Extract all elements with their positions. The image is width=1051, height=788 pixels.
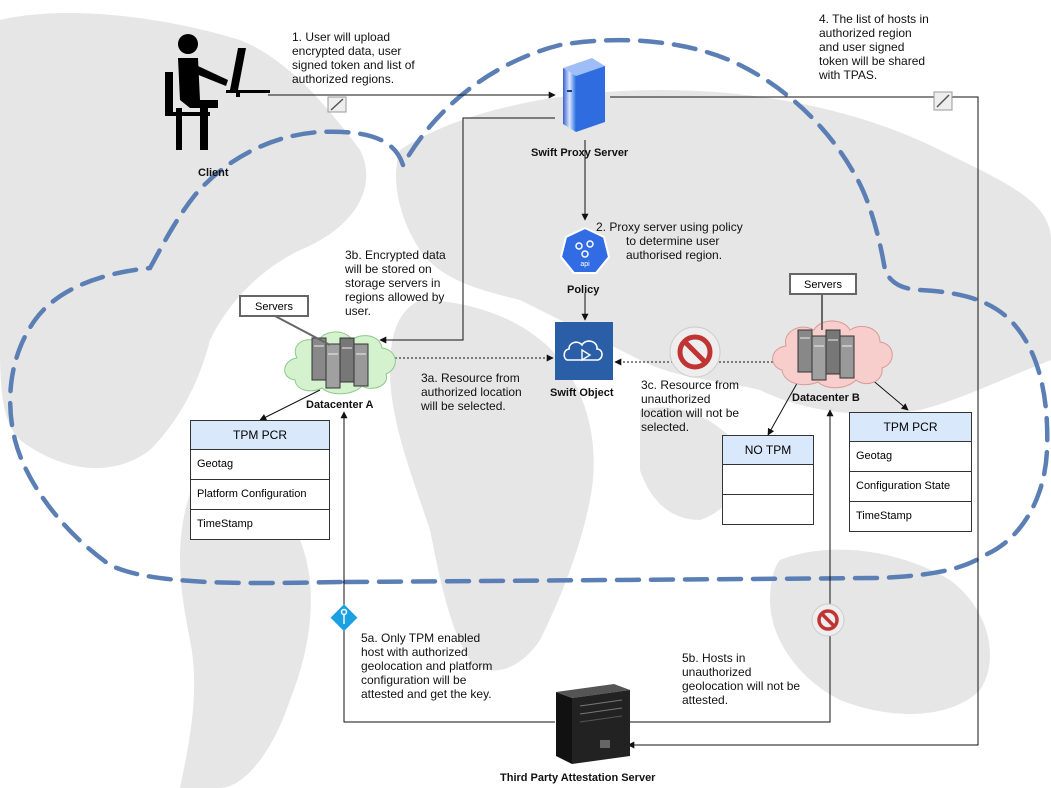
- arrow-tpas-to-datacenter-a: [340, 411, 555, 723]
- proxy-server-label: Swift Proxy Server: [531, 147, 629, 159]
- servers-callout-b: Servers: [789, 273, 857, 295]
- deny-icon: [811, 603, 845, 637]
- tpm-pcr-table-a: TPM PCR Geotag Platform Configuration Ti…: [190, 420, 330, 540]
- table-row: Geotag: [850, 442, 971, 472]
- key-icon: [330, 604, 358, 632]
- table-row: [723, 495, 813, 524]
- table-row: [723, 465, 813, 495]
- policy-label: Policy: [567, 284, 600, 296]
- swift-object-label: Swift Object: [550, 387, 614, 399]
- swift-object-icon: [555, 322, 613, 380]
- datacenter-a-label: Datacenter A: [306, 399, 374, 411]
- attestation-server-icon: [556, 684, 630, 764]
- servers-callout-a: Servers: [239, 295, 309, 317]
- deny-icon: [669, 326, 721, 378]
- client-user-icon: [165, 34, 270, 150]
- table-row: Platform Configuration: [191, 480, 329, 510]
- table-header: TPM PCR: [850, 413, 971, 442]
- table-row: Configuration State: [850, 472, 971, 502]
- edit-icon: [327, 96, 347, 113]
- connectors: [259, 91, 979, 749]
- edit-icon: [933, 91, 953, 111]
- arrow-dcb-to-tpm-table: [869, 377, 909, 411]
- policy-api-text: api: [580, 261, 590, 268]
- table-row: TimeStamp: [856, 510, 912, 522]
- arrow-dca-to-tpm-table: [259, 389, 321, 421]
- server-rack-icon: [311, 337, 369, 389]
- servers-callout-line: [274, 315, 331, 346]
- region-boundary-left: [7, 129, 406, 586]
- table-row: TimeStamp: [197, 518, 253, 530]
- no-tpm-table: NO TPM: [722, 435, 814, 525]
- region-boundary-main: [342, 37, 1050, 585]
- world-map-background: [0, 12, 1051, 788]
- arrow-proxy-to-tpas: [610, 96, 979, 749]
- arrow-proxy-to-datacenter-a: [379, 117, 555, 344]
- policy-api-icon: api: [559, 226, 611, 274]
- server-rack-icon: [797, 329, 855, 381]
- tpm-pcr-table-b: TPM PCR Geotag Configuration State TimeS…: [849, 412, 972, 532]
- arrow-dcb-to-notpm-table: [767, 377, 801, 436]
- swift-proxy-server-icon: [563, 58, 605, 132]
- datacenter-b-label: Datacenter B: [792, 392, 860, 404]
- table-row: Geotag: [191, 450, 329, 480]
- table-header: TPM PCR: [191, 421, 329, 450]
- table-header: NO TPM: [723, 436, 813, 465]
- attestation-server-label: Third Party Attestation Server: [500, 772, 656, 784]
- client-label: Client: [198, 167, 229, 179]
- arrow-tpas-to-datacenter-b: [628, 409, 834, 723]
